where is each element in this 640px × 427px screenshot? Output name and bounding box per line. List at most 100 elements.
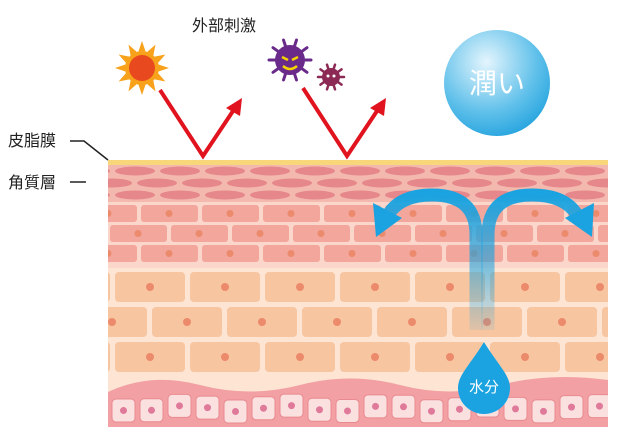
cell-nucleus bbox=[71, 283, 79, 291]
spinous-cells bbox=[108, 205, 640, 262]
cell-nucleus bbox=[333, 318, 341, 326]
cell-nucleus bbox=[146, 353, 154, 361]
cell-nucleus bbox=[296, 353, 304, 361]
cell-nucleus bbox=[221, 353, 229, 361]
arrow-left-head-icon bbox=[373, 203, 402, 237]
water-arrows: 水分 bbox=[373, 188, 594, 414]
cell-nucleus bbox=[400, 403, 407, 411]
corneum-cell bbox=[205, 166, 245, 176]
hydration-bubble bbox=[444, 30, 550, 136]
virus-spike bbox=[337, 68, 343, 73]
virus-spike bbox=[282, 38, 287, 48]
cell-nucleus bbox=[195, 230, 203, 237]
corneum-cell bbox=[137, 178, 177, 188]
cell-nucleus bbox=[204, 404, 211, 412]
cell-nucleus bbox=[372, 402, 379, 410]
cell-nucleus bbox=[146, 283, 154, 291]
cell-nucleus bbox=[148, 406, 155, 414]
cell-nucleus bbox=[165, 210, 173, 217]
cell-nucleus bbox=[232, 407, 239, 415]
virus-spike bbox=[282, 72, 287, 82]
cell-nucleus bbox=[521, 283, 529, 291]
stratum-corneum-label: 角質層 bbox=[8, 173, 56, 192]
cell-nucleus bbox=[226, 210, 234, 217]
basal-cells bbox=[111, 393, 608, 424]
spinous-cell bbox=[598, 225, 608, 242]
corneum-cell bbox=[452, 178, 492, 188]
sun-ray bbox=[115, 64, 126, 72]
virus-spike bbox=[271, 46, 280, 53]
cell-nucleus bbox=[108, 318, 116, 326]
skin-layers bbox=[71, 160, 640, 427]
corneum-cell bbox=[587, 178, 608, 188]
corneum-cell bbox=[272, 178, 312, 188]
corneum-cell bbox=[430, 166, 470, 176]
corneum-cell bbox=[317, 178, 357, 188]
cell-nucleus bbox=[296, 283, 304, 291]
cell-nucleus bbox=[108, 250, 112, 257]
cell-nucleus bbox=[71, 353, 79, 361]
cell-nucleus bbox=[439, 230, 447, 237]
virus-spike bbox=[293, 72, 298, 82]
corneum-cell bbox=[362, 178, 402, 188]
virus-spike bbox=[332, 84, 337, 91]
sun-ray bbox=[138, 41, 146, 52]
hydration-label: 潤い bbox=[469, 67, 525, 100]
sebum-label: 皮脂膜 bbox=[8, 131, 56, 150]
cell-nucleus bbox=[317, 230, 325, 237]
corneum-cell bbox=[182, 178, 222, 188]
corneum-cell bbox=[565, 166, 605, 176]
virus-spike bbox=[300, 67, 309, 74]
cell-nucleus bbox=[540, 407, 547, 415]
cell-nucleus bbox=[446, 283, 454, 291]
cell-nucleus bbox=[287, 210, 295, 217]
virus-spike bbox=[293, 38, 298, 48]
cell-nucleus bbox=[409, 250, 417, 257]
cell-nucleus bbox=[221, 283, 229, 291]
sebum-film bbox=[108, 160, 608, 165]
cell-nucleus bbox=[568, 403, 575, 411]
granular-cell bbox=[565, 272, 608, 302]
cell-nucleus bbox=[531, 250, 539, 257]
virus-spike bbox=[337, 81, 343, 86]
corneum-cell bbox=[250, 166, 290, 176]
cell-nucleus bbox=[623, 230, 630, 237]
cell-nucleus bbox=[596, 353, 604, 361]
uv-reflection-arrow bbox=[158, 88, 242, 160]
sebum-leader-line bbox=[70, 140, 109, 161]
corneum-cell bbox=[250, 190, 290, 200]
corneum-cell bbox=[385, 166, 425, 176]
sun-ray bbox=[138, 84, 146, 95]
cell-nucleus bbox=[500, 230, 508, 237]
corneum-cell bbox=[108, 178, 132, 188]
cell-nucleus bbox=[409, 210, 417, 217]
cell-nucleus bbox=[348, 250, 356, 257]
corneum-cell bbox=[542, 178, 582, 188]
sun-ray bbox=[158, 64, 169, 72]
corneum-cells bbox=[108, 166, 640, 200]
virus-spike bbox=[325, 84, 330, 91]
cell-nucleus bbox=[120, 407, 127, 415]
cell-nucleus bbox=[531, 210, 539, 217]
spinous-cell bbox=[629, 245, 640, 262]
virus-spike bbox=[325, 63, 330, 70]
cell-nucleus bbox=[561, 230, 569, 237]
cell-nucleus bbox=[183, 318, 191, 326]
water-drop-icon bbox=[458, 342, 510, 414]
cell-nucleus bbox=[371, 283, 379, 291]
corneum-cell bbox=[295, 190, 335, 200]
virus-spike bbox=[300, 46, 309, 53]
corneum-cell bbox=[227, 178, 267, 188]
cell-nucleus bbox=[592, 210, 600, 217]
corneum-cell bbox=[520, 166, 560, 176]
virus-spike bbox=[271, 67, 280, 74]
granular-cell bbox=[602, 307, 608, 337]
corneum-cell bbox=[407, 178, 447, 188]
corneum-cell bbox=[610, 191, 640, 200]
cell-nucleus bbox=[288, 402, 295, 410]
cell-nucleus bbox=[287, 250, 295, 257]
spinous-cell bbox=[568, 245, 608, 262]
corneum-cell bbox=[497, 178, 537, 188]
corneum-cell bbox=[475, 166, 515, 176]
